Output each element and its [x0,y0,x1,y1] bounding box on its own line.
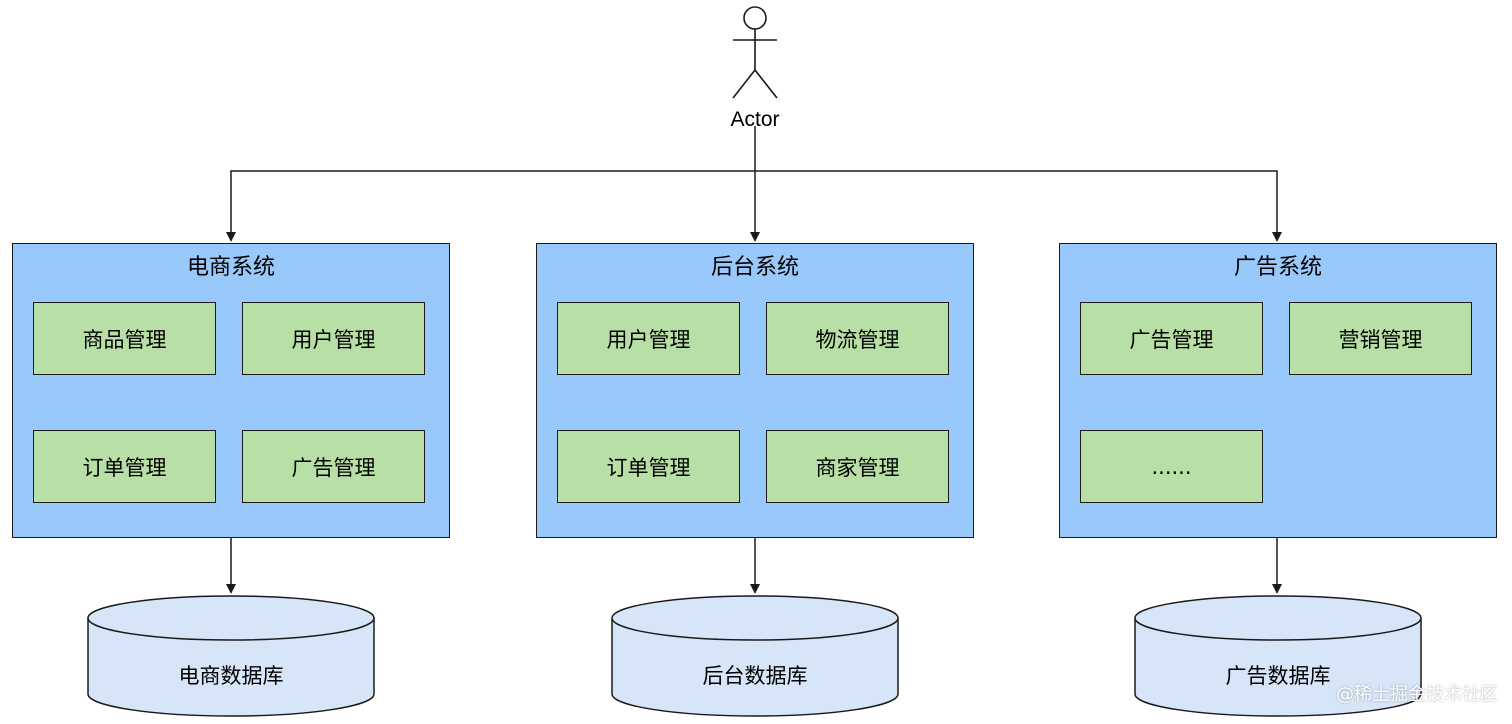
database-cylinder-ads [1134,595,1422,717]
module-box-ellipsis: ...... [1080,430,1263,503]
module-box: 物流管理 [766,302,949,375]
actor-label: Actor [730,108,780,131]
system-title: 电商系统 [186,255,275,280]
system-box-ecommerce: 电商系统 商品管理 用户管理 订单管理 广告管理 [12,243,450,538]
system-title: 后台系统 [710,255,799,280]
branch-to-ecommerce [226,170,755,242]
watermark-text: @稀土掘金技术社区 [1336,684,1498,705]
module-box: 商家管理 [766,430,949,503]
system-title: 广告系统 [1233,255,1322,280]
module-box: 用户管理 [242,302,425,375]
database-label: 后台数据库 [702,664,808,688]
database-cylinder-backend [611,595,899,717]
database-cylinder-ecommerce [87,595,375,717]
module-box: 营销管理 [1289,302,1472,375]
system-box-ads: 广告系统 广告管理 营销管理 ...... [1059,243,1497,538]
db-connectors [226,538,1282,594]
module-box: 订单管理 [33,430,216,503]
system-box-backend: 后台系统 用户管理 物流管理 订单管理 商家管理 [536,243,974,538]
module-box: 商品管理 [33,302,216,375]
branch-to-ads [755,170,1282,242]
actor-connectors [226,126,1282,242]
database-label: 电商数据库 [178,664,284,688]
database-label: 广告数据库 [1225,664,1331,688]
module-box: 用户管理 [557,302,740,375]
module-box: 广告管理 [1080,302,1263,375]
actor-figure [732,6,778,99]
module-box: 广告管理 [242,430,425,503]
module-box: 订单管理 [557,430,740,503]
